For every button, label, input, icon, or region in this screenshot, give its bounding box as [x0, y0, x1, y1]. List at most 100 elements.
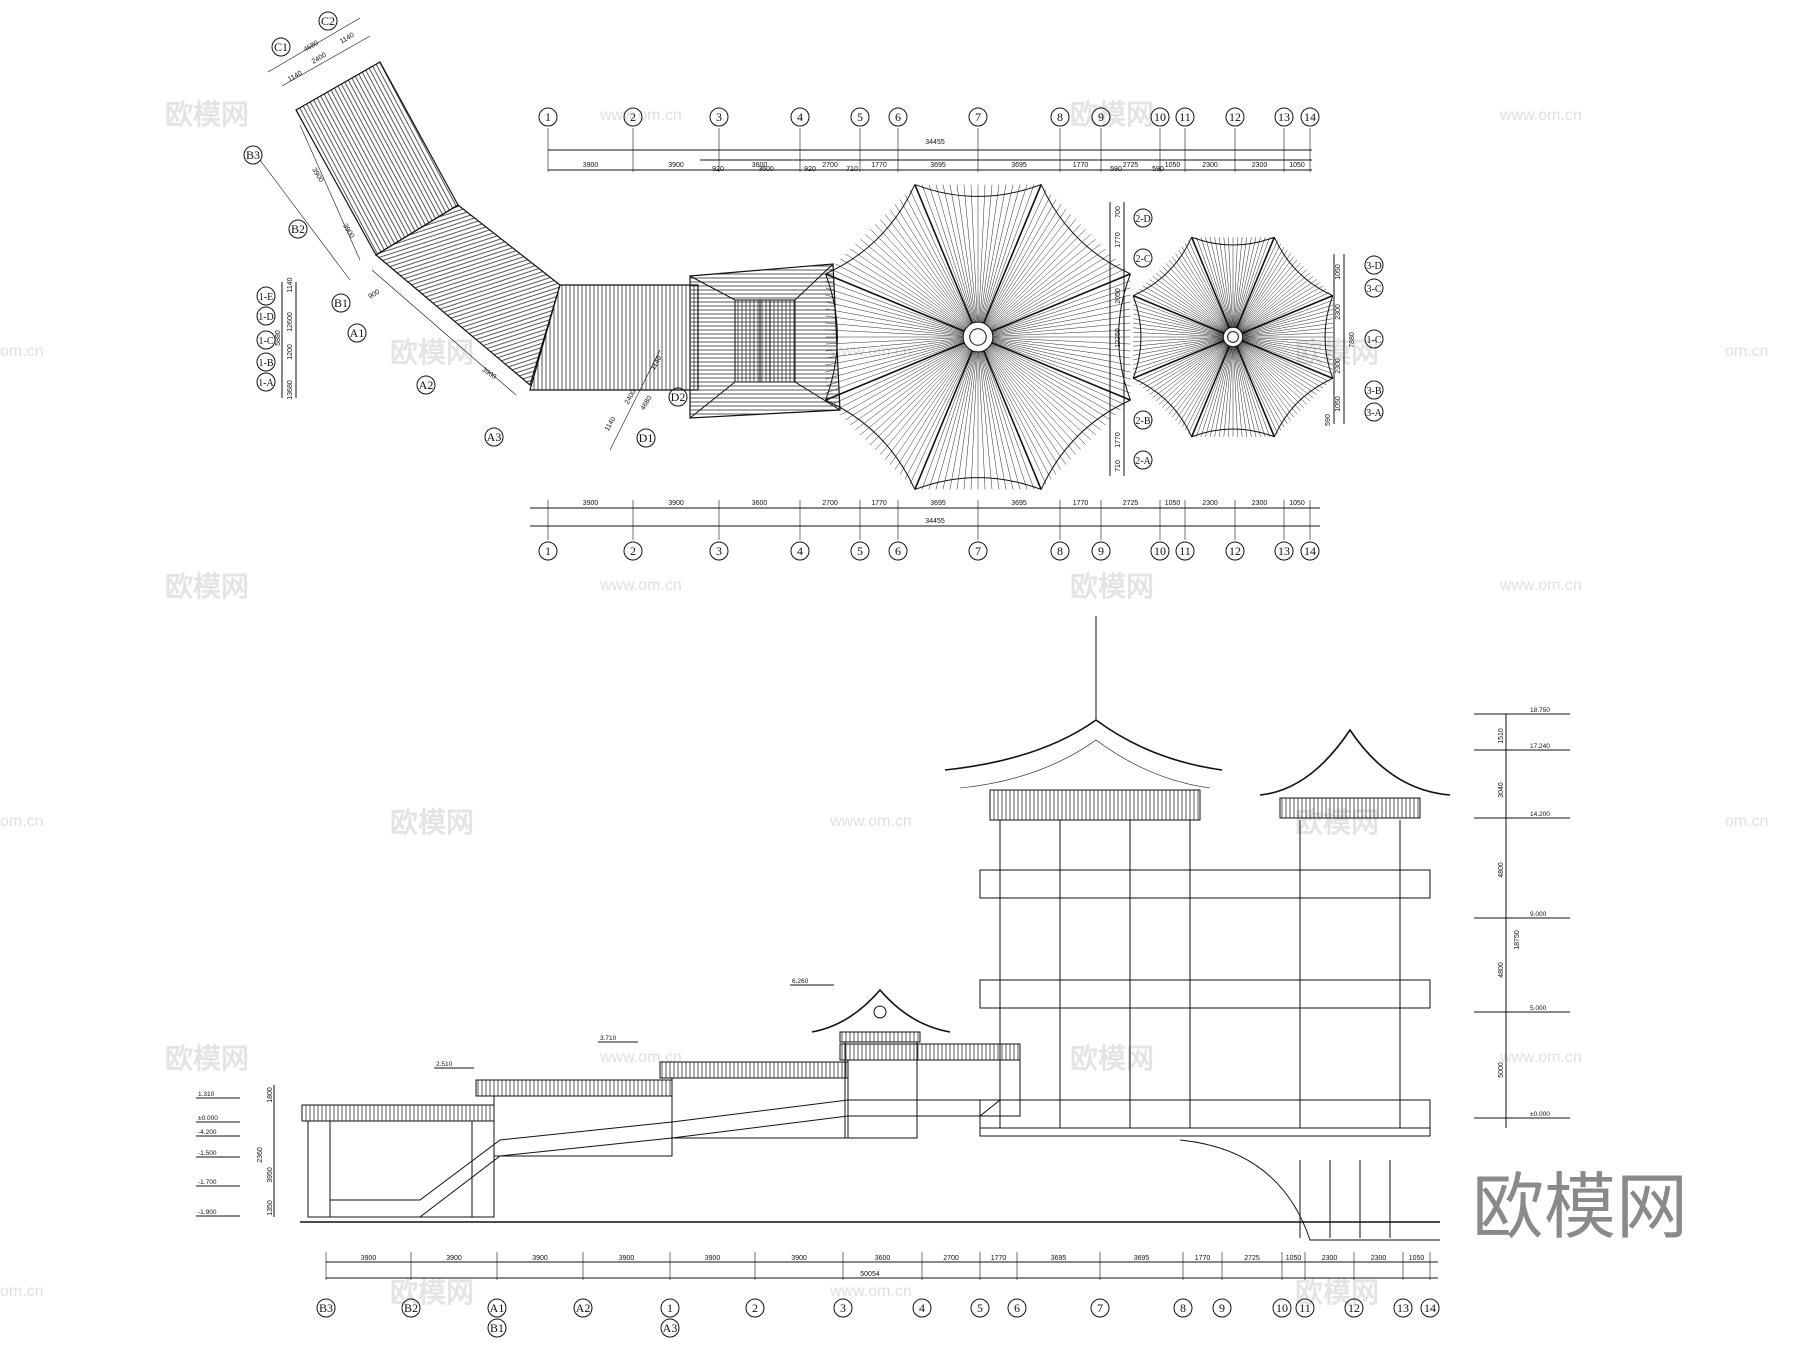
svg-text:13: 13: [1278, 110, 1290, 124]
dimension-label: 3600: [752, 500, 768, 507]
axis-label: 12: [1225, 107, 1245, 127]
watermark-url-fragment: om.cn: [0, 343, 44, 360]
main-tower-elevation: [944, 616, 1451, 1137]
svg-text:2: 2: [630, 544, 636, 558]
dimension-label: 3695: [930, 500, 946, 507]
axis-label: 7: [968, 541, 988, 561]
svg-text:12: 12: [1348, 1301, 1360, 1315]
svg-text:3950: 3950: [267, 1167, 274, 1183]
svg-text:11: 11: [1299, 1301, 1311, 1315]
watermark-brand: 欧模网: [1295, 1277, 1379, 1308]
axis-label: 12: [1344, 1298, 1364, 1318]
dimension-label: 3900: [583, 500, 599, 507]
elevation-total-dimension: 50054: [860, 1271, 880, 1278]
svg-text:7: 7: [1097, 1301, 1103, 1315]
watermark-url: www.om.cn: [599, 577, 682, 594]
level-mark: 6.260: [792, 978, 809, 985]
axis-label: 1-C: [259, 336, 274, 347]
dimension-label: 2725: [1244, 1255, 1260, 1262]
svg-text:2300: 2300: [1335, 358, 1342, 374]
svg-text:4680: 4680: [303, 40, 320, 54]
gate-pavilion-elevation: [811, 988, 951, 1139]
axis-label: 1-E: [259, 292, 273, 303]
watermark-brand: 欧模网: [165, 571, 249, 602]
level-mark: 14.200: [1530, 811, 1550, 818]
axis-label: 3: [709, 107, 729, 127]
svg-text:3900: 3900: [480, 366, 497, 381]
watermark-brand: 欧模网: [390, 1277, 474, 1308]
watermark-brand: 欧模网: [1295, 337, 1379, 368]
svg-text:13: 13: [1397, 1301, 1409, 1315]
svg-text:12: 12: [1229, 110, 1241, 124]
axis-label: 8: [1050, 107, 1070, 127]
axis-label: B2: [291, 222, 305, 236]
svg-text:1200: 1200: [287, 344, 294, 360]
svg-text:5000: 5000: [1498, 1062, 1505, 1078]
axis-label: 10: [1150, 541, 1170, 561]
dimension-label: 590: [1110, 166, 1122, 173]
axis-label: 2: [745, 1298, 765, 1318]
svg-text:710: 710: [1115, 460, 1122, 472]
svg-text:12600: 12600: [287, 312, 294, 332]
svg-text:B2: B2: [404, 1301, 418, 1315]
svg-text:3900: 3900: [310, 167, 324, 184]
watermark-url: www.om.cn: [829, 343, 912, 360]
dimension-label: 2300: [1202, 162, 1218, 169]
axis-label: 14: [1420, 1298, 1440, 1318]
svg-text:A1: A1: [490, 1301, 505, 1315]
axis-label: B3: [316, 1298, 336, 1318]
axis-label: 1-D: [258, 312, 274, 323]
svg-text:9: 9: [1098, 544, 1104, 558]
axis-label: 2-D: [1135, 214, 1151, 225]
dimension-label: 1050: [1289, 500, 1305, 507]
svg-text:1350: 1350: [267, 1200, 274, 1216]
axis-label: D1: [639, 431, 654, 445]
axis-label: 3-D: [1366, 261, 1382, 272]
level-mark: -1.700: [198, 1179, 217, 1186]
svg-text:12250: 12250: [1115, 328, 1122, 348]
svg-text:2: 2: [752, 1301, 758, 1315]
svg-text:8: 8: [1057, 110, 1063, 124]
svg-text:590: 590: [1325, 414, 1332, 426]
dimension-label: 3900: [705, 1255, 721, 1262]
axis-label: 13: [1393, 1298, 1413, 1318]
watermark-brand: 欧模网: [165, 99, 249, 130]
level-mark: 2.510: [436, 1061, 453, 1068]
svg-text:1050: 1050: [1335, 264, 1342, 280]
watermark-brand: 欧模网: [1070, 99, 1154, 130]
dimension-label: 2300: [1252, 500, 1268, 507]
axis-label: 1: [538, 541, 558, 561]
axis-label: B3: [246, 148, 260, 162]
watermark-brand: 欧模网: [1070, 1043, 1154, 1074]
axis-label: 11: [1175, 541, 1195, 561]
svg-text:13: 13: [1278, 544, 1290, 558]
dimension-label: 1770: [991, 1255, 1007, 1262]
axis-label: 10: [1150, 107, 1170, 127]
axis-label: C1: [274, 40, 288, 54]
axis-label: 6: [888, 541, 908, 561]
svg-text:2: 2: [630, 110, 636, 124]
axis-label: C2: [321, 14, 335, 28]
svg-text:1: 1: [545, 110, 551, 124]
axis-label: 1-C: [1367, 335, 1382, 346]
axis-label: 5: [850, 541, 870, 561]
axis-label: 7: [968, 107, 988, 127]
dimension-label: 2700: [943, 1255, 959, 1262]
dimension-label: 2300: [1322, 1255, 1338, 1262]
axis-label: 14: [1300, 541, 1320, 561]
level-mark: 17.240: [1530, 743, 1550, 750]
axis-label: A3: [487, 430, 502, 444]
level-mark: -4.200: [198, 1129, 217, 1136]
dimension-label: 3900: [361, 1255, 377, 1262]
axis-label: 1: [538, 107, 558, 127]
axis-label: 5: [850, 107, 870, 127]
dimension-label: 3900: [532, 1255, 548, 1262]
svg-text:1800: 1800: [267, 1087, 274, 1103]
svg-text:10: 10: [1154, 544, 1166, 558]
axis-label: A1: [350, 326, 365, 340]
dimension-label: 2725: [1123, 162, 1139, 169]
axis-label: 9: [1091, 541, 1111, 561]
dimension-label: 1770: [1073, 162, 1089, 169]
svg-text:6: 6: [895, 110, 901, 124]
dimension-label: 3695: [1051, 1255, 1067, 1262]
